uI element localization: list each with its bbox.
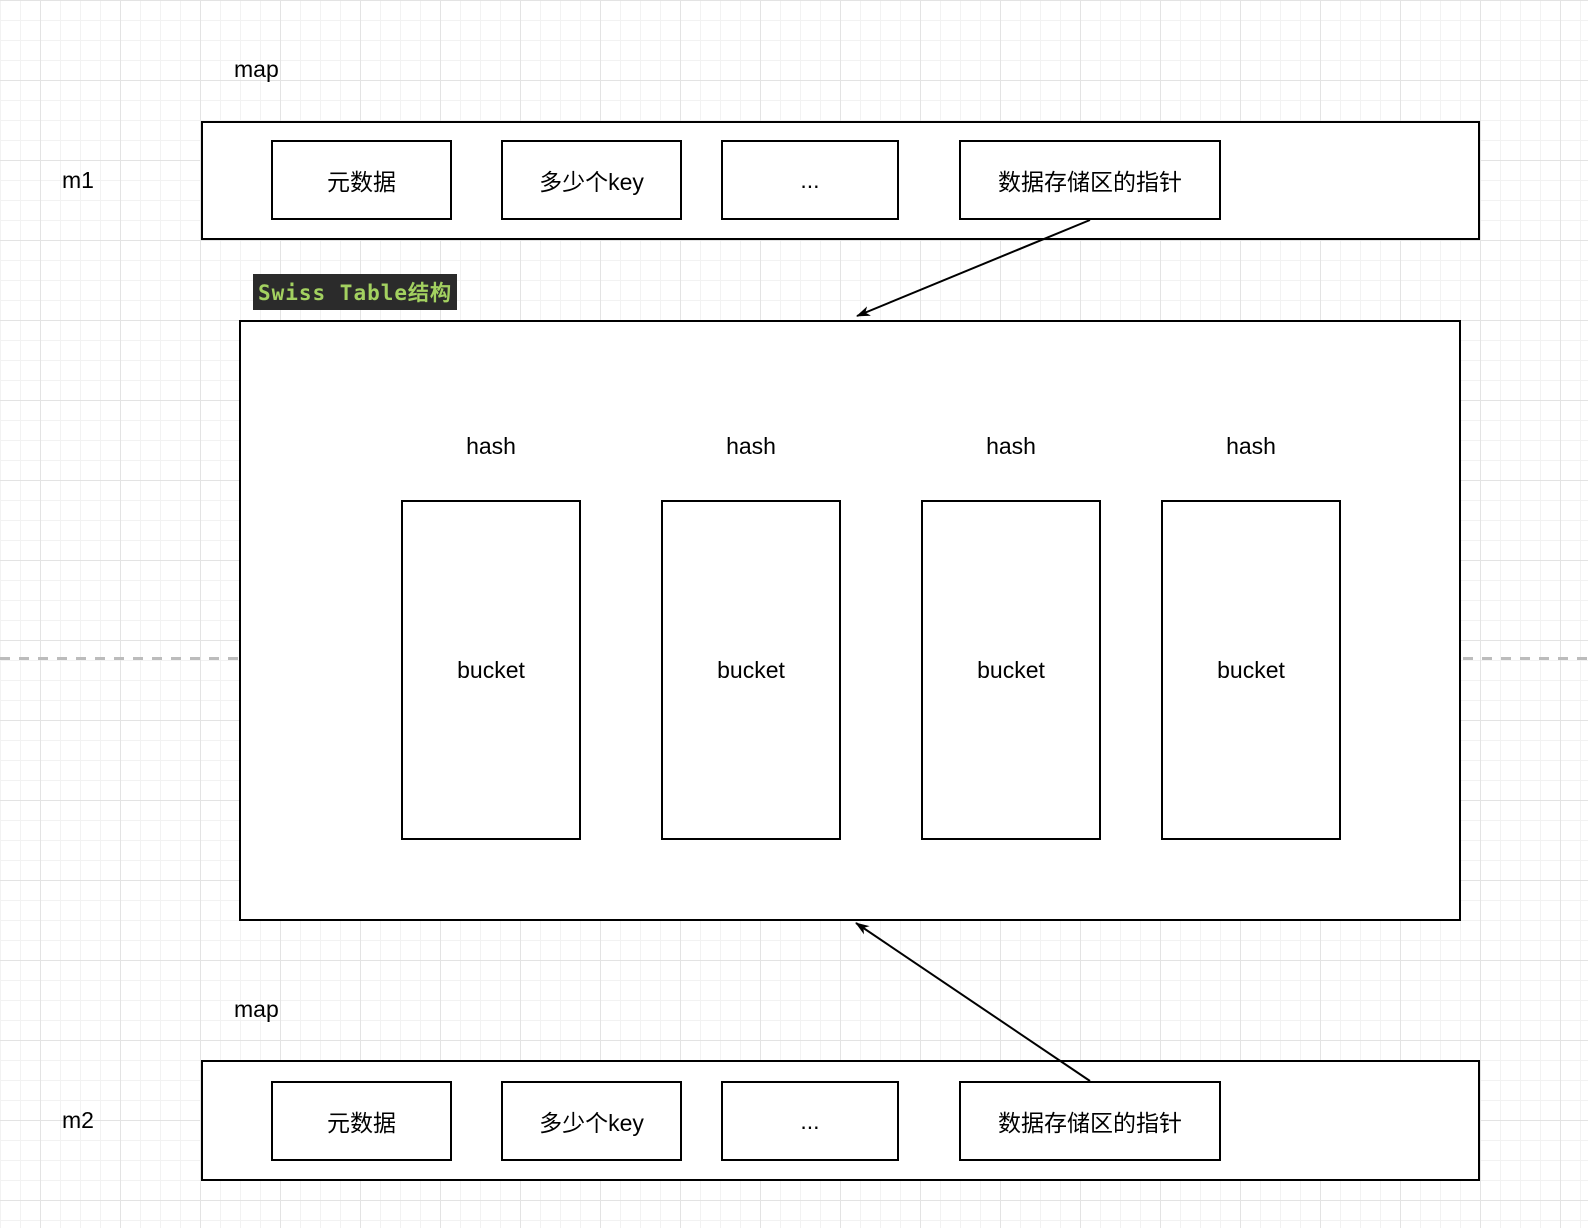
hash-label-2: hash xyxy=(726,432,776,459)
bucket-box-1: bucket xyxy=(401,500,581,840)
bucket-box-3: bucket xyxy=(921,500,1101,840)
m1-cell-metadata: 元数据 xyxy=(271,140,452,220)
m2-cell-metadata: 元数据 xyxy=(271,1081,452,1161)
bucket-box-2: bucket xyxy=(661,500,841,840)
m2-cell-data-pointer: 数据存储区的指针 xyxy=(959,1081,1221,1161)
m2-variable-label: m2 xyxy=(62,1106,94,1133)
m2-cell-key-count: 多少个key xyxy=(501,1081,682,1161)
m1-variable-label: m1 xyxy=(62,166,94,193)
arrow-m2-pointer-to-swiss-table xyxy=(855,922,1091,1082)
m1-cell-key-count: 多少个key xyxy=(501,140,682,220)
m2-cell-ellipsis: ... xyxy=(721,1081,899,1161)
m1-cell-data-pointer: 数据存储区的指针 xyxy=(959,140,1221,220)
hash-label-1: hash xyxy=(466,432,516,459)
m1-cell-ellipsis: ... xyxy=(721,140,899,220)
hash-label-3: hash xyxy=(986,432,1036,459)
bucket-box-4: bucket xyxy=(1161,500,1341,840)
swiss-table-badge: Swiss Table结构 xyxy=(253,274,457,310)
hash-label-4: hash xyxy=(1226,432,1276,459)
m2-map-caption: map xyxy=(234,995,279,1022)
m1-map-caption: map xyxy=(234,55,279,82)
